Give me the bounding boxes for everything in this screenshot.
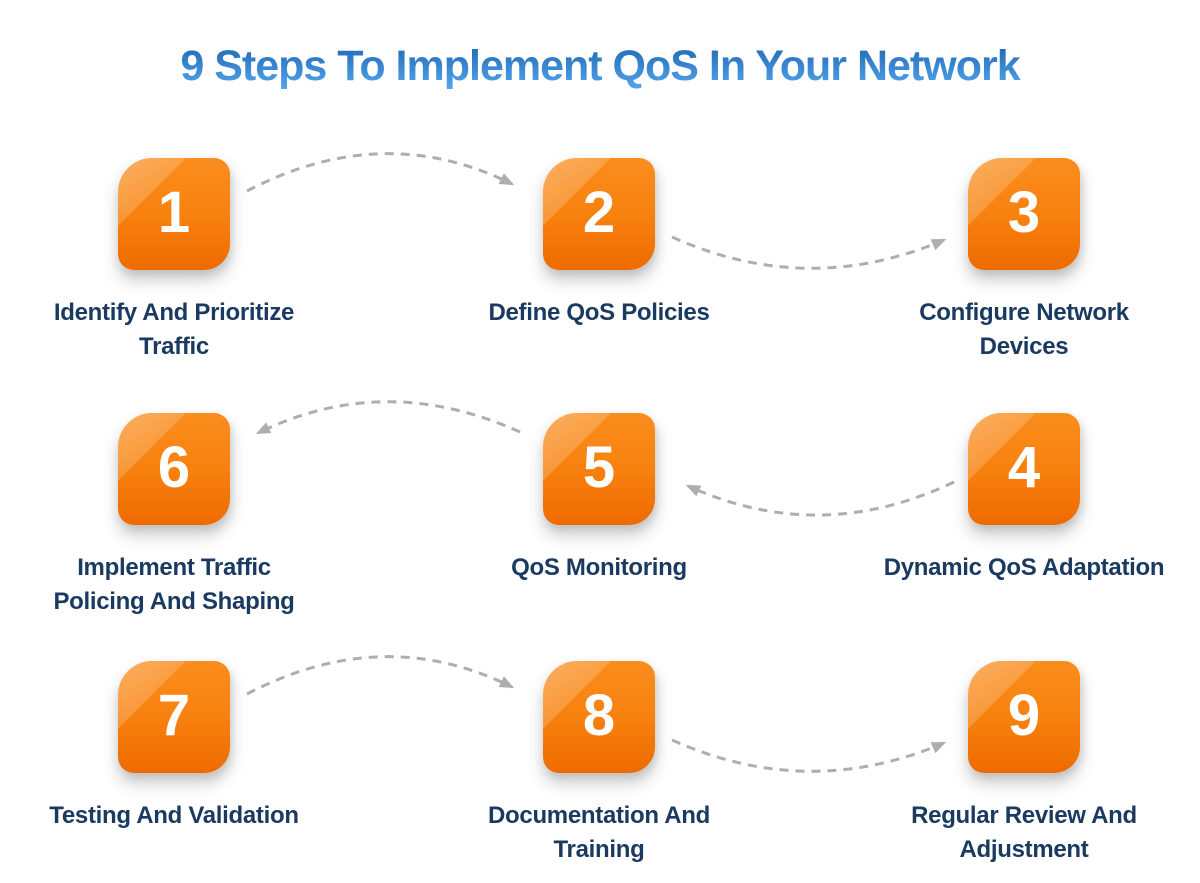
step-cell-2: 2 Define QoS Policies [449,158,749,330]
arrow-step4-to-step5-icon [685,480,955,517]
step-9-label-line: Adjustment [959,836,1089,863]
step-4-label: Dynamic QoS Adaptation [874,551,1174,585]
step-5-label: QoS Monitoring [449,551,749,585]
step-cell-9: 9 Regular Review And Adjustment [874,661,1174,867]
step-cell-5: 5 QoS Monitoring [449,413,749,585]
step-4-badge: 4 [968,413,1080,525]
step-cell-4: 4 Dynamic QoS Adaptation [874,413,1174,585]
step-cell-1: 1 Identify And Prioritize Traffic [24,158,324,364]
step-9-number: 9 [1007,683,1041,748]
step-1-label: Identify And Prioritize Traffic [24,296,324,364]
arrow-step1-to-step2-icon [246,152,515,193]
step-1-badge: 1 [118,158,230,270]
step-7-label-line: Testing And Validation [49,802,299,829]
step-3-label-line: Devices [979,333,1069,360]
step-6-label-line: Policing And Shaping [53,588,295,615]
step-5-number: 5 [582,435,616,500]
step-7-label: Testing And Validation [24,799,324,833]
step-9-badge: 9 [968,661,1080,773]
step-9-label: Regular Review And Adjustment [874,799,1174,867]
step-1-number: 1 [157,180,191,245]
step-6-label: Implement Traffic Policing And Shaping [24,551,324,619]
step-3-label: Configure Network Devices [874,296,1174,364]
page-title: 9 Steps To Implement QoS In Your Network [0,42,1200,91]
step-3-number: 3 [1007,180,1041,245]
step-1-label-line: Traffic [139,333,209,360]
step-8-number: 8 [582,683,616,748]
step-9-label-line: Regular Review And [911,802,1137,829]
step-1-label-line: Identify And Prioritize [53,299,295,326]
step-8-label-line: Documentation And [488,802,710,829]
step-2-label: Define QoS Policies [449,296,749,330]
step-2-label-line: Define QoS Policies [488,299,710,326]
step-cell-8: 8 Documentation And Training [449,661,749,867]
step-4-label-line: Dynamic QoS Adaptation [883,554,1165,581]
arrow-step8-to-step9-icon [671,738,947,773]
step-6-badge: 6 [118,413,230,525]
step-7-number: 7 [157,683,191,748]
step-2-number: 2 [582,180,616,245]
step-6-number: 6 [157,435,191,500]
arrow-step7-to-step8-icon [246,655,515,696]
step-5-badge: 5 [543,413,655,525]
step-8-label: Documentation And Training [449,799,749,867]
step-cell-6: 6 Implement Traffic Policing And Shaping [24,413,324,619]
step-2-badge: 2 [543,158,655,270]
step-7-badge: 7 [118,661,230,773]
step-6-label-line: Implement Traffic [77,554,271,581]
step-8-badge: 8 [543,661,655,773]
step-3-badge: 3 [968,158,1080,270]
step-5-label-line: QoS Monitoring [511,554,687,581]
step-cell-7: 7 Testing And Validation [24,661,324,833]
arrow-step2-to-step3-icon [671,235,947,270]
step-cell-3: 3 Configure Network Devices [874,158,1174,364]
step-3-label-line: Configure Network [919,299,1129,326]
arrow-step5-to-step6-icon [255,400,521,435]
step-4-number: 4 [1007,435,1041,500]
step-8-label-line: Training [553,836,645,863]
